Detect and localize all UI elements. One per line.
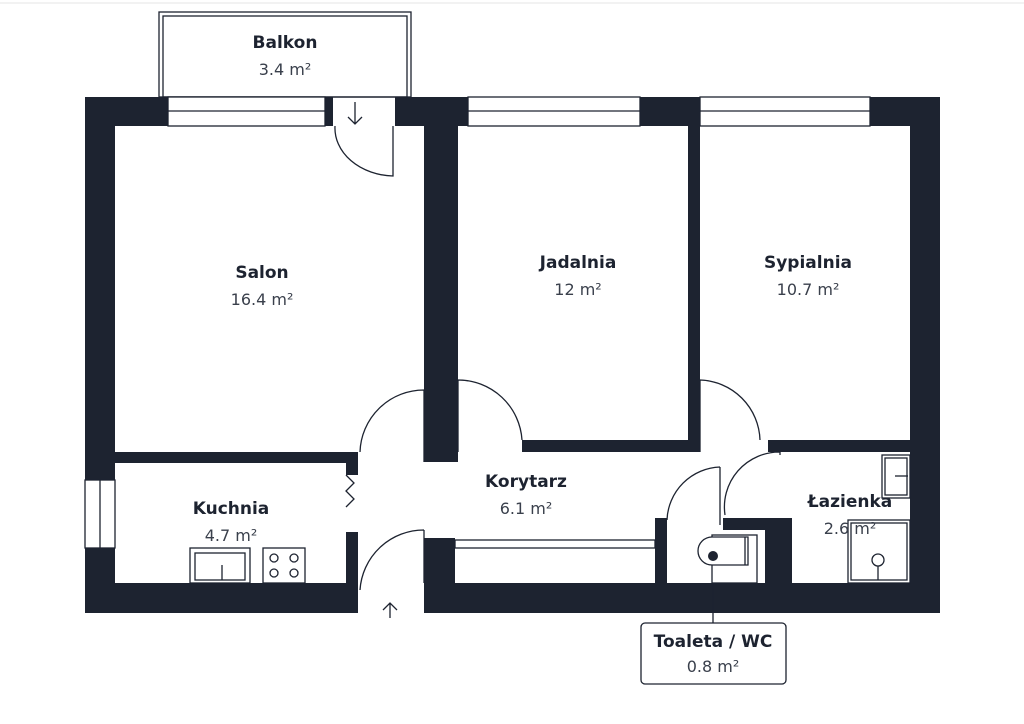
room-name-lazienka: Łazienka bbox=[807, 492, 893, 512]
room-area-jadalnia: 12 m² bbox=[554, 280, 601, 299]
toilet bbox=[697, 534, 758, 584]
room-area-salon: 16.4 m² bbox=[231, 290, 294, 309]
wardrobe bbox=[454, 539, 656, 549]
room-area-sypialnia: 10.7 m² bbox=[777, 280, 840, 299]
interior-walls bbox=[115, 97, 910, 583]
shower bbox=[847, 519, 911, 584]
wc-label-box bbox=[640, 622, 787, 685]
balcony-outline bbox=[158, 11, 412, 98]
doors bbox=[334, 102, 781, 618]
room-name-korytarz: Korytarz bbox=[485, 472, 567, 492]
outer-walls bbox=[85, 97, 940, 613]
bathroom-sink bbox=[881, 454, 911, 499]
kitchen-stove bbox=[262, 547, 306, 584]
room-area-lazienka: 2.6 m² bbox=[824, 519, 877, 538]
room-name-sypialnia: Sypialnia bbox=[764, 253, 852, 273]
room-name-jadalnia: Jadalnia bbox=[539, 253, 617, 273]
room-name-salon: Salon bbox=[235, 263, 288, 283]
room-area-balkon: 3.4 m² bbox=[259, 60, 312, 79]
room-area-kuchnia: 4.7 m² bbox=[205, 526, 258, 545]
windows bbox=[84, 96, 871, 549]
room-name-toaleta: Toaleta / WC bbox=[654, 632, 773, 652]
room-area-toaleta: 0.8 m² bbox=[687, 657, 740, 676]
room-name-balkon: Balkon bbox=[253, 33, 318, 53]
kitchen-sink bbox=[189, 547, 251, 584]
room-name-kuchnia: Kuchnia bbox=[193, 499, 270, 519]
room-area-korytarz: 6.1 m² bbox=[500, 499, 553, 518]
